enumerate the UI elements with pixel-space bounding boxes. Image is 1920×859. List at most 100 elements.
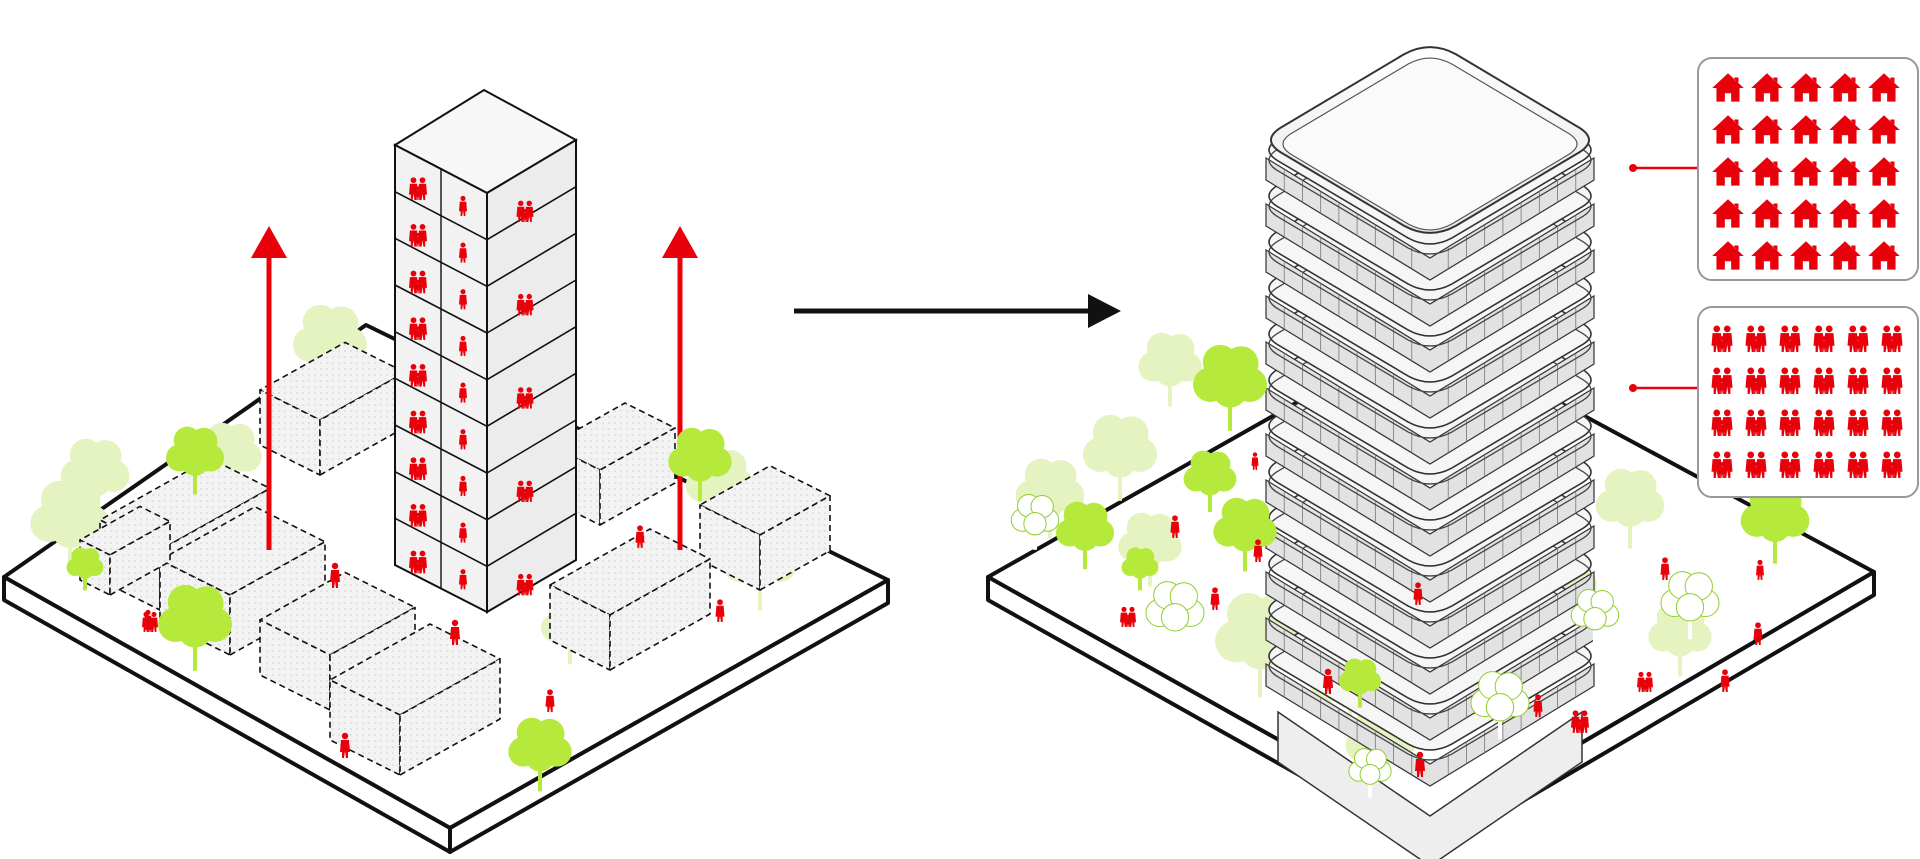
- person-silhouette-icon: [415, 466, 421, 480]
- tree-icon: [1470, 671, 1530, 740]
- person-silhouette-icon: [450, 619, 460, 645]
- person-silhouette-icon: [459, 382, 467, 403]
- person-silhouette-icon: [415, 513, 421, 527]
- person-silhouette-icon: [1718, 462, 1726, 478]
- family-silhouette-icon: [409, 410, 427, 434]
- tree-icon: [1010, 494, 1060, 550]
- dashed-building-block: [549, 528, 711, 671]
- person-silhouette-icon: [1756, 559, 1764, 580]
- right-ground-people: [1120, 452, 1764, 777]
- house-icon: [1751, 115, 1783, 144]
- family-silhouette-icon: [1881, 451, 1903, 478]
- family-silhouette-icon: [516, 480, 534, 502]
- transition-arrow: [794, 294, 1121, 328]
- person-silhouette-icon: [1786, 336, 1794, 352]
- family-silhouette-icon: [409, 270, 427, 294]
- growth-arrow-left: [251, 226, 287, 550]
- tree-icon: [668, 427, 732, 502]
- person-silhouette-icon: [459, 569, 467, 590]
- house-icon: [1790, 73, 1822, 102]
- person-silhouette-icon: [1253, 539, 1263, 562]
- person-silhouette-icon: [1752, 336, 1760, 352]
- tree-icon: [1145, 581, 1205, 650]
- person-silhouette-icon: [1888, 462, 1896, 478]
- family-silhouette-icon: [1711, 325, 1733, 352]
- family-silhouette-icon: [409, 457, 427, 480]
- family-silhouette-icon: [409, 503, 427, 527]
- family-silhouette-icon: [1881, 409, 1903, 436]
- person-silhouette-icon: [1820, 420, 1828, 436]
- family-silhouette-icon: [1637, 671, 1653, 692]
- person-silhouette-icon: [415, 419, 421, 434]
- person-silhouette-icon: [415, 373, 421, 387]
- house-icon: [1829, 241, 1861, 270]
- family-silhouette-icon: [1745, 451, 1767, 478]
- tree-icon: [1595, 468, 1665, 549]
- tower-lobby: [1277, 710, 1583, 859]
- family-silhouette-icon: [1779, 409, 1801, 436]
- person-silhouette-icon: [1323, 668, 1333, 694]
- house-icon: [1790, 115, 1822, 144]
- arrow-up-icon: [662, 226, 698, 258]
- family-silhouette-icon: [1847, 409, 1869, 436]
- person-silhouette-icon: [459, 429, 467, 450]
- house-icon: [1712, 157, 1744, 186]
- person-silhouette-icon: [415, 233, 421, 247]
- family-silhouette-grid: [1711, 325, 1903, 478]
- tree-icon: [1055, 501, 1115, 570]
- house-icon-grid: [1712, 73, 1900, 270]
- person-silhouette-icon: [1888, 420, 1896, 436]
- person-silhouette-icon: [1786, 378, 1794, 394]
- person-silhouette-icon: [522, 302, 528, 316]
- tree-icon: [1138, 332, 1202, 407]
- person-silhouette-icon: [1170, 515, 1180, 538]
- tree-icon: [158, 584, 232, 671]
- family-silhouette-icon: [516, 573, 534, 596]
- tree-icon: [1213, 497, 1277, 572]
- left-tower: [392, 88, 579, 614]
- house-icon: [1790, 241, 1822, 270]
- person-silhouette-icon: [459, 289, 467, 310]
- tree-icon: [1348, 747, 1392, 798]
- left-slab-front-right: [448, 578, 890, 854]
- family-silhouette-icon: [1711, 367, 1733, 394]
- person-silhouette-icon: [1854, 420, 1862, 436]
- right-trees: [1010, 344, 1810, 798]
- family-silhouette-icon: [1779, 451, 1801, 478]
- family-silhouette-icon: [1711, 409, 1733, 436]
- person-silhouette-icon: [1210, 587, 1220, 610]
- left-tower-residents: [409, 177, 534, 596]
- person-silhouette-icon: [330, 562, 340, 588]
- before-scene: [2, 88, 890, 854]
- tree-icon: [1338, 658, 1382, 708]
- family-silhouette-icon: [1847, 451, 1869, 478]
- person-silhouette-icon: [459, 522, 467, 543]
- person-silhouette-icon: [1854, 336, 1862, 352]
- person-silhouette-icon: [522, 209, 528, 222]
- person-silhouette-icon: [715, 599, 725, 622]
- left-dashed-blocks: [79, 341, 831, 776]
- residents-callout: [1629, 306, 1919, 498]
- family-silhouette-icon: [1779, 367, 1801, 394]
- tree-icon: [1118, 512, 1182, 587]
- person-silhouette-icon: [1820, 378, 1828, 394]
- person-silhouette-icon: [1854, 462, 1862, 478]
- growth-arrow-right: [662, 226, 698, 550]
- person-silhouette-icon: [1820, 336, 1828, 352]
- family-silhouette-icon: [1847, 367, 1869, 394]
- family-silhouette-icon: [1847, 325, 1869, 352]
- family-silhouette-icon: [1779, 325, 1801, 352]
- family-silhouette-icon: [1745, 409, 1767, 436]
- person-silhouette-icon: [522, 489, 528, 502]
- right-tower: [1265, 46, 1595, 859]
- person-silhouette-icon: [1786, 462, 1794, 478]
- arrow-up-icon: [251, 226, 287, 258]
- tree-icon: [1083, 414, 1157, 501]
- house-icon: [1790, 199, 1822, 228]
- person-silhouette-icon: [1820, 462, 1828, 478]
- person-silhouette-icon: [1718, 420, 1726, 436]
- tree-icon: [293, 304, 367, 391]
- person-silhouette-icon: [1752, 420, 1760, 436]
- family-silhouette-icon: [1711, 451, 1733, 478]
- person-silhouette-icon: [1577, 719, 1583, 733]
